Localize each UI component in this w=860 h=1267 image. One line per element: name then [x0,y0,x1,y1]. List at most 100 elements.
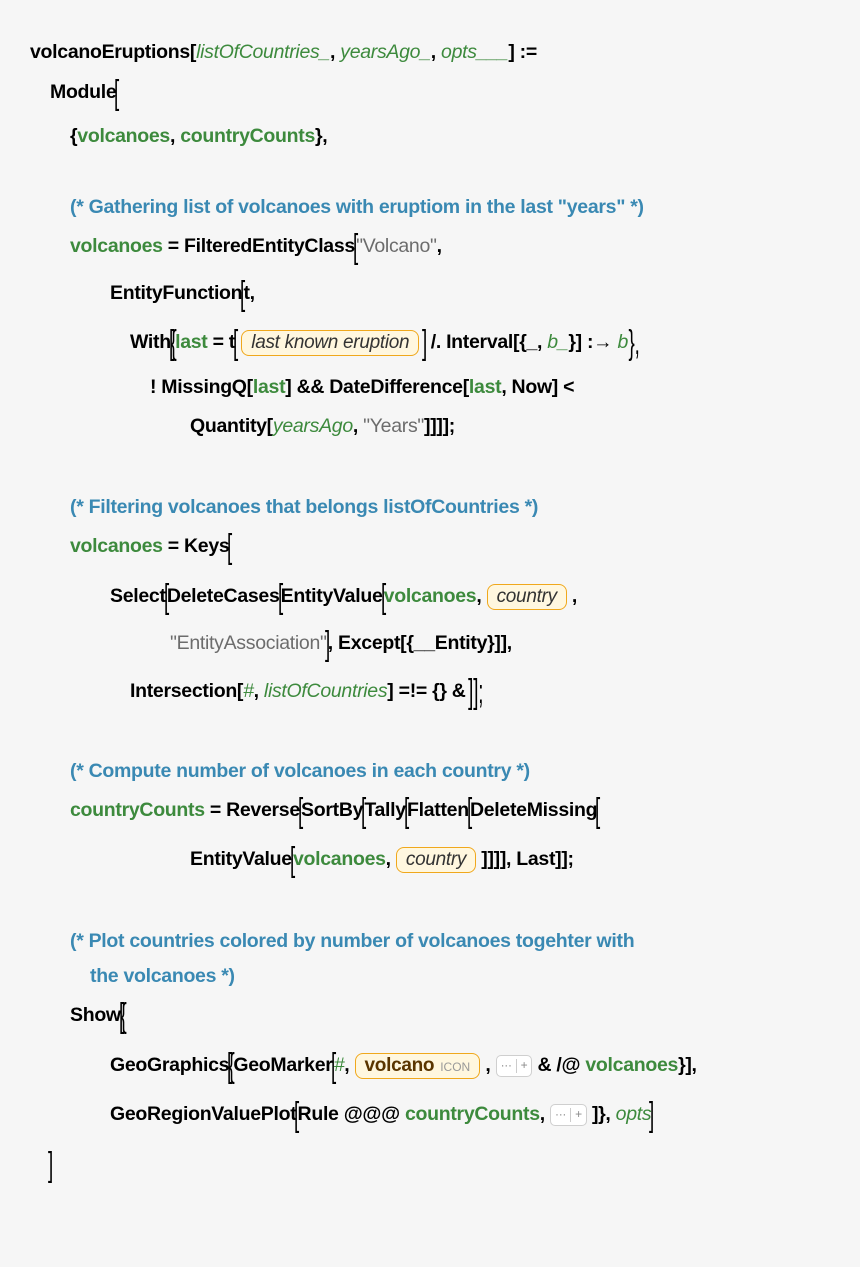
code-line-22: GeoRegionValuePlot[Rule @@@ countryCount… [110,1095,655,1134]
code-line-23: ] [48,1148,53,1182]
bracket: [ [403,791,409,830]
local-variable: volcanoes [585,1054,679,1076]
bracket: [ [595,791,601,830]
code-comment: (* Gathering list of volcanoes with erup… [70,193,644,221]
function-name: EntityValue [190,848,292,870]
bracket: [ [361,791,367,830]
brace: }, [315,125,328,147]
separator: , [480,1054,496,1076]
bracket: [ [227,1046,233,1085]
comment-text: the volcanoes *) [90,965,235,987]
local-variable: volcanoes [70,535,163,557]
pattern: b_ [547,331,569,353]
code-text: Rule @@@ [297,1103,405,1125]
local-variable: last [175,331,208,353]
bracket: ] [649,1095,655,1134]
code-text: ] && DateDifference[ [285,376,469,398]
local-variable: countryCounts [404,1103,540,1125]
code-text: ! MissingQ[ [150,376,253,398]
function-name: DeleteMissing [469,799,598,821]
separator: , [539,1103,550,1125]
bracket: [ [289,840,295,879]
function-name: = FilteredEntityClass [162,235,355,257]
bracket: [ [353,227,359,266]
argument: t, [243,282,255,304]
entity-property-last-known-eruption[interactable]: last known eruption [241,329,420,356]
function-name: = Keys [162,535,230,557]
entity-tag: ICON [440,1059,471,1074]
divider [515,1058,517,1073]
comment-text: (* Compute number of volcanoes in each c… [70,760,530,782]
code-line-2: Module[ [50,73,120,112]
string-literal: "Years" [363,415,425,437]
local-variable: volcanoes [383,585,477,607]
bracket: [ [330,1046,336,1085]
function-name: GeoGraphics [110,1054,230,1076]
code-comment: (* Plot countries colored by number of v… [70,927,635,955]
separator: , [385,848,396,870]
code-line-13: "EntityAssociation"], Except[{__Entity}]… [170,624,512,663]
bracket: [ [168,323,174,362]
code-line-6: EntityFunction[t, [110,277,255,311]
separator: , [476,585,487,607]
entity-property-country[interactable]: country [395,846,477,873]
function-name: DeleteCases [166,585,280,607]
parameter: listOfCountries [263,680,388,702]
code-comment: (* Compute number of volcanoes in each c… [70,757,530,785]
plus-icon[interactable]: + [520,1057,528,1072]
local-variable: volcanoes [77,125,170,147]
local-variable: last [468,376,502,398]
function-name: = Reverse [204,799,300,821]
bracket: [ [466,791,472,830]
function-name: Tally [364,799,406,821]
function-name: GeoMarker [233,1054,333,1076]
code-text: , Except[{__Entity}]], [327,632,512,654]
parameter: listOfCountries_ [196,41,330,63]
code-text: }], [678,1054,697,1076]
function-name: Select [110,585,166,607]
code-line-17: EntityValue[volcanoes, country ]]]], Las… [190,840,574,879]
plus-icon[interactable]: + [575,1106,582,1121]
bracket: [ [114,73,120,112]
bracket: [ [163,577,169,616]
comment-text: (* Gathering list of volcanoes with erup… [70,196,644,218]
function-name: With [130,331,171,353]
separator: , [566,585,578,607]
entity-volcano-icon[interactable]: volcano ICON [354,1052,481,1079]
parameter: opts___ [441,41,509,63]
ellipsis-icon: ··· [555,1106,567,1121]
options-placeholder[interactable]: ··· + [495,1054,533,1077]
comment-text: (* Plot countries colored by number of v… [70,930,635,952]
local-variable: countryCounts [70,799,205,821]
function-name: SortBy [301,799,364,821]
set-delayed: ] := [508,41,537,63]
bracket: [ [277,577,283,616]
bracket: [ [294,1095,300,1134]
code-line-3: {volcanoes, countryCounts}, [70,122,328,150]
separator: , [352,415,364,437]
separator: , [436,235,442,257]
ellipsis-icon: ··· [500,1057,512,1072]
code-text: , Now] < [501,376,575,398]
brace: { [170,323,177,362]
code-text: /. Interval[{_, [425,331,548,353]
function-name: EntityValue [280,585,383,607]
separator: , [330,41,341,63]
code-text: ]]]]; [424,415,455,437]
entity-property-country[interactable]: country [486,583,567,610]
separator: , [169,125,181,147]
parameter: yearsAgo_ [340,41,431,63]
code-line-11: volcanoes = Keys[ [70,530,233,564]
function-name: Show [70,1004,121,1026]
parameter: opts [615,1103,652,1125]
options-placeholder[interactable]: ··· + [550,1103,587,1126]
code-text: ]]]], Last]]; [476,848,574,870]
local-variable: volcanoes [292,848,386,870]
code-line-7: With[{last = t[ last known eruption ] /.… [130,323,640,362]
comment-text: (* Filtering volcanoes that belongs list… [70,496,539,518]
local-variable: countryCounts [180,125,315,147]
bracket: ] [324,624,330,663]
entity-label: volcano [364,1054,435,1076]
function-name: Flatten [407,799,469,821]
